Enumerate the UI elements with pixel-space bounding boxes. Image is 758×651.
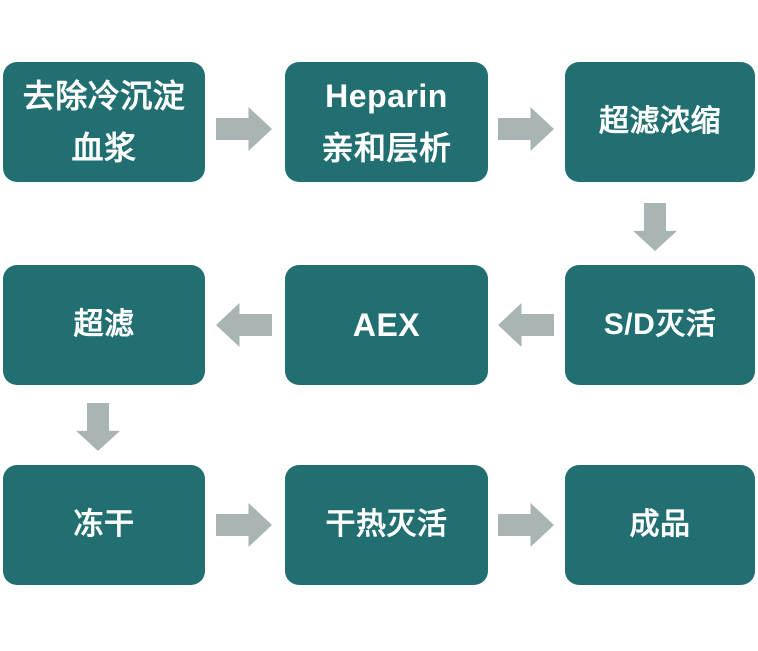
arrow-left-icon	[498, 303, 554, 347]
process-node-uf-concentration[interactable]: 超滤浓缩	[565, 62, 755, 182]
process-node-lyophilization[interactable]: 冻干	[3, 465, 205, 585]
process-node-label-line-2: 亲和层析	[321, 130, 452, 166]
process-node-label: 成品	[629, 508, 691, 542]
process-node-heparin-affinity[interactable]: Heparin 亲和层析	[285, 62, 488, 182]
process-node-cryo-removed-plasma[interactable]: 去除冷沉淀 血浆	[3, 62, 205, 182]
process-node-label: S/D灭活	[603, 308, 717, 342]
process-node-ultrafiltration[interactable]: 超滤	[3, 265, 205, 385]
arrow-left-icon	[216, 303, 272, 347]
process-node-label-line-1: Heparin	[325, 77, 448, 114]
arrow-right-icon	[498, 107, 554, 151]
process-node-label: 干热灭活	[325, 508, 448, 542]
process-node-final-product[interactable]: 成品	[565, 465, 755, 585]
process-node-label: 超滤	[73, 308, 135, 342]
arrow-right-icon	[216, 503, 272, 547]
process-node-label: 冻干	[73, 508, 135, 542]
arrow-down-icon	[633, 203, 677, 251]
process-node-label: 超滤浓缩	[599, 105, 721, 139]
arrow-right-icon	[216, 107, 272, 151]
arrow-right-icon	[498, 503, 554, 547]
process-node-aex[interactable]: AEX	[285, 265, 488, 385]
process-node-sd-inactivation[interactable]: S/D灭活	[565, 265, 755, 385]
process-node-label: AEX	[352, 306, 421, 343]
process-node-label-line-2: 血浆	[71, 130, 137, 166]
arrow-down-icon	[76, 403, 120, 451]
process-node-label-line-1: 去除冷沉淀	[22, 77, 186, 114]
process-node-dry-heat[interactable]: 干热灭活	[285, 465, 488, 585]
